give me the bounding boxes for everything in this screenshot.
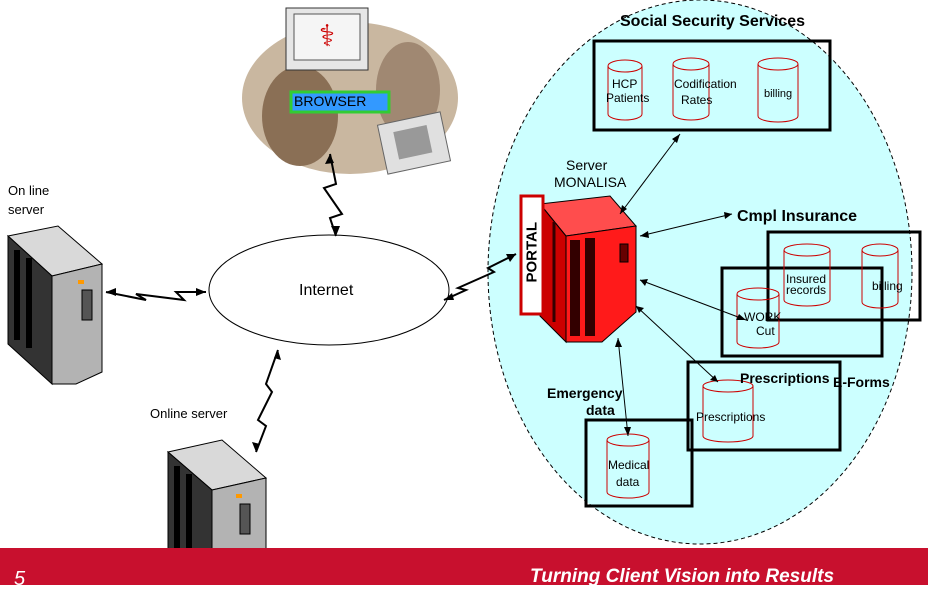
patients-label: Patients <box>606 91 650 105</box>
emergency-label-line1: Emergency <box>547 385 623 401</box>
billing-ss-label: billing <box>764 88 793 100</box>
link-server-internet <box>105 291 206 302</box>
billing-ss-db <box>757 57 799 123</box>
arrow-server-prescriptions <box>635 305 719 383</box>
hcp-label: HCP <box>612 77 638 91</box>
medical-label-line2: data <box>616 475 640 489</box>
internet-cloud <box>208 234 450 346</box>
browser-box <box>289 90 391 114</box>
social-security-box <box>592 39 832 132</box>
cmpl-insurance-box-front <box>720 266 884 358</box>
arrow-server-emergency <box>617 337 629 437</box>
page-number: 5 <box>14 568 26 590</box>
cut-label: Cut <box>756 324 775 338</box>
medical-label-line1: Medical <box>608 458 650 472</box>
work-cut-db <box>736 287 780 349</box>
arrow-server-social <box>619 133 681 215</box>
cmpl-insurance-box-back <box>766 230 922 322</box>
online-server-bottom-label: Online server <box>150 406 228 421</box>
server-label-line1: Server <box>566 157 608 173</box>
portal-box <box>519 194 545 316</box>
footer-tagline: Turning Client Vision into Results <box>530 566 835 587</box>
svg-text:⚕: ⚕ <box>319 20 335 53</box>
browser-label: BROWSER <box>294 93 367 109</box>
monalisa-server <box>539 195 637 344</box>
internet-label: Internet <box>299 282 354 299</box>
online-server-top <box>6 225 104 386</box>
arrow-server-cmpl <box>639 213 733 237</box>
eforms-title: E-Forms <box>833 374 890 390</box>
insured-records-db <box>783 243 831 307</box>
prescriptions-db-label: Prescriptions <box>696 410 766 424</box>
prescriptions-box <box>686 360 842 452</box>
insured-label: Insured <box>786 272 827 286</box>
codification-label: Codification <box>674 77 737 91</box>
cmpl-insurance-title: Cmpl Insurance <box>737 208 858 225</box>
emergency-box <box>584 418 694 508</box>
billing-cmpl-label: billing <box>872 279 903 293</box>
prescriptions-db <box>702 379 754 443</box>
emergency-label-line2: data <box>586 402 615 418</box>
codification-rates-db <box>672 57 710 121</box>
arrow-server-work <box>639 279 747 321</box>
online-server-top-label-line1: On line <box>8 183 50 198</box>
rates-label: Rates <box>681 93 713 107</box>
online-server-top-label-line2: server <box>8 202 45 217</box>
prescriptions-title: Prescriptions <box>740 370 830 386</box>
server-label-line2: MONALISA <box>554 174 627 190</box>
portal-label: PORTAL <box>523 221 541 283</box>
link-browser-internet <box>322 153 344 237</box>
hcp-patients-db <box>607 59 643 121</box>
billing-cmpl-db <box>861 243 899 309</box>
monalisa-zone <box>487 0 913 545</box>
records-label: records <box>786 283 827 297</box>
link-internet-portal <box>443 253 517 301</box>
footer-bar <box>0 548 928 585</box>
work-label: WORK <box>744 310 782 324</box>
link-internet-server-bottom <box>255 349 279 453</box>
social-security-title: Social Security Services <box>620 13 805 30</box>
